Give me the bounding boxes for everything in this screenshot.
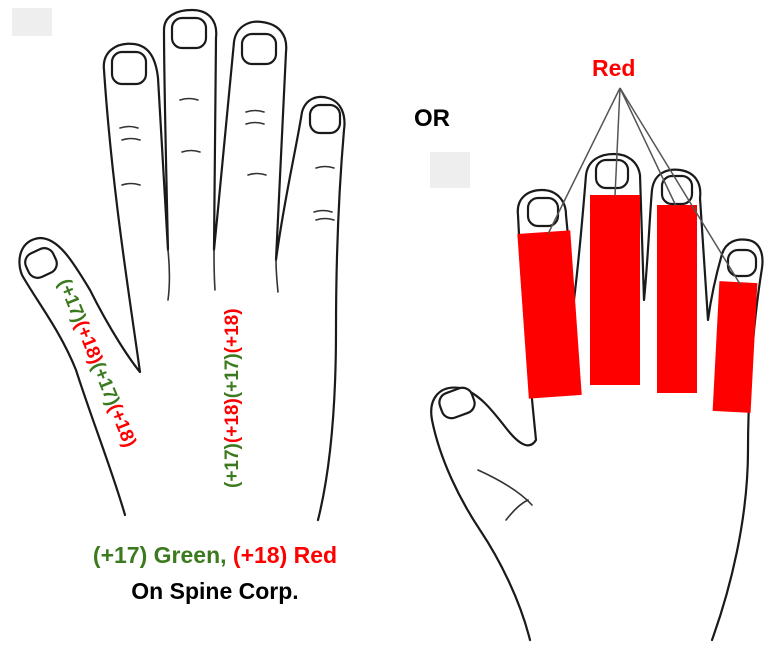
red-bar-middle	[590, 195, 640, 385]
legend-red-word: Red	[287, 542, 337, 568]
right-middle-nail	[596, 160, 628, 188]
legend-line: (+17) Green, (+18) Red	[0, 542, 430, 569]
ring-nail	[242, 34, 276, 64]
company-line: On Spine Corp.	[0, 578, 430, 605]
thumb-label-4: (+18)	[104, 401, 140, 450]
thumb-label-2: (+18)	[70, 318, 106, 367]
red-bars	[517, 195, 757, 413]
pointer-line-ring	[620, 88, 676, 206]
separator-2	[214, 250, 215, 290]
red-bar-pinky	[713, 281, 758, 413]
pointer-lines	[548, 88, 740, 284]
middle-label-2: (+18)	[222, 398, 243, 443]
left-hand: (+17)(+18)(+17)(+18) (+17)(+18)(+17)(+18…	[12, 8, 344, 520]
middle-label-3: (+17)	[222, 353, 243, 398]
middle-label-sequence: (+17)(+18)(+17)(+18)	[222, 308, 243, 488]
red-bar-index	[517, 230, 581, 398]
scan-smudge	[12, 8, 52, 36]
index-nail	[112, 52, 146, 84]
thumb-label-3: (+17)	[87, 359, 123, 408]
or-label: OR	[414, 105, 450, 133]
red-bar-ring	[657, 205, 697, 393]
red-callout-label: Red	[592, 55, 635, 82]
palm-crease-1	[478, 470, 532, 505]
scan-smudge-right	[430, 152, 470, 188]
middle-nail	[172, 18, 206, 48]
right-hand	[430, 88, 762, 640]
legend-green-word: Green,	[147, 542, 233, 568]
middle-label-4: (+18)	[222, 308, 243, 353]
left-hand-outline	[19, 10, 344, 520]
legend-green-code: (+17)	[93, 542, 147, 568]
thumb-label-1: (+17)	[53, 276, 89, 325]
pinky-nail	[310, 105, 340, 133]
middle-label-1: (+17)	[222, 443, 243, 488]
palm-crease-2	[506, 500, 528, 520]
thumb-nail	[22, 245, 60, 281]
separator-1	[168, 250, 170, 300]
separator-3	[276, 260, 278, 292]
legend-red-code: (+18)	[233, 542, 287, 568]
